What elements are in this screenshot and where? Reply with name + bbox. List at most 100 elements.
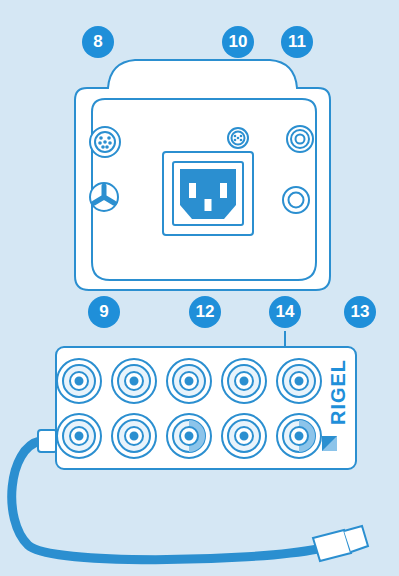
bnc-sockets — [222, 359, 266, 403]
jack-socket — [291, 130, 309, 148]
mini-din-socket — [228, 128, 248, 148]
jack-socket — [287, 126, 313, 152]
mini-din-socket — [237, 137, 240, 140]
terminal-socket — [289, 193, 304, 208]
bnc-sockets — [228, 365, 260, 397]
iec-inlet — [220, 183, 227, 198]
mini-din-socket — [234, 139, 237, 142]
din-socket — [107, 136, 111, 140]
callout-number: 9 — [88, 296, 120, 328]
mini-din-socket — [228, 128, 248, 148]
bnc-sockets — [296, 378, 303, 385]
bnc-sockets — [222, 414, 266, 458]
terminal-socket — [283, 187, 309, 213]
bnc-sockets — [290, 372, 308, 390]
din-socket — [105, 145, 109, 149]
bnc-sockets — [235, 427, 253, 445]
bnc-sockets — [167, 414, 211, 458]
bnc-sockets — [241, 378, 248, 385]
mini-din-socket — [240, 135, 243, 138]
din-socket — [101, 145, 105, 149]
iec-inlet — [189, 183, 196, 198]
bnc-sockets — [241, 433, 248, 440]
callout-number: 12 — [189, 296, 221, 328]
bnc-sockets — [222, 359, 266, 403]
bnc-sockets — [222, 414, 266, 458]
bnc-sockets — [296, 433, 303, 440]
bnc-sockets — [76, 433, 83, 440]
bnc-sockets — [112, 359, 156, 403]
bnc-sockets — [277, 414, 321, 458]
strain-relief — [38, 430, 57, 452]
bnc-sockets — [167, 359, 211, 403]
bnc-sockets — [57, 359, 321, 458]
iec-inlet — [163, 152, 253, 235]
bnc-sockets — [180, 427, 198, 445]
bnc-sockets — [186, 378, 193, 385]
mini-din-socket — [234, 135, 237, 138]
din-socket — [99, 136, 103, 140]
bnc-sockets — [57, 414, 101, 458]
mini-din-socket — [232, 132, 245, 145]
din-socket — [90, 127, 120, 157]
callout-number: 10 — [222, 26, 254, 58]
brand-mark — [322, 436, 337, 451]
bnc-sockets — [70, 372, 88, 390]
bnc-sockets — [283, 420, 315, 452]
brand-mark — [322, 436, 337, 451]
bnc-sockets — [283, 365, 315, 397]
bnc-sockets — [277, 359, 321, 403]
bnc-sockets — [57, 359, 101, 403]
bnc-sockets — [277, 414, 321, 458]
bnc-sockets — [118, 420, 150, 452]
jack-socket — [287, 126, 313, 152]
bnc-sockets — [173, 365, 205, 397]
leader-line — [284, 331, 286, 346]
cable-plug — [344, 526, 368, 552]
bnc-sockets — [118, 365, 150, 397]
strain-relief — [38, 430, 57, 452]
terminal-socket — [283, 187, 309, 213]
din-socket — [103, 140, 107, 144]
din-socket — [98, 136, 112, 149]
leader-line — [284, 331, 286, 346]
bnc-sockets — [167, 414, 211, 458]
bnc-sockets — [167, 359, 211, 403]
bnc-sockets — [290, 427, 308, 445]
cable-plug — [313, 526, 368, 561]
connector-box — [56, 347, 356, 469]
bnc-sockets — [131, 433, 138, 440]
din-socket — [90, 127, 120, 157]
iec-inlet — [180, 169, 236, 219]
bnc-sockets — [57, 359, 101, 403]
callout-number: 8 — [82, 26, 114, 58]
connector-box — [56, 347, 356, 469]
bnc-sockets — [63, 365, 95, 397]
jack-socket — [296, 135, 305, 144]
bnc-sockets — [76, 378, 83, 385]
iec-inlet — [173, 162, 243, 225]
bnc-sockets — [112, 414, 156, 458]
mini-din-socket — [240, 139, 243, 142]
mini-din-socket — [234, 135, 243, 142]
callout-number: 11 — [281, 26, 313, 58]
bnc-sockets — [131, 378, 138, 385]
din-socket — [95, 132, 115, 152]
callout-number: 13 — [344, 296, 376, 328]
callout-number: 14 — [269, 296, 301, 328]
bnc-sockets — [63, 420, 95, 452]
bnc-sockets — [70, 427, 88, 445]
bnc-sockets — [125, 427, 143, 445]
three-pin-socket — [94, 186, 114, 203]
three-pin-socket — [90, 183, 118, 211]
iec-inlet — [205, 199, 212, 211]
three-pin-socket — [90, 183, 118, 211]
housing — [92, 99, 316, 280]
brand-name: RIGEL — [328, 359, 348, 425]
brand-mark — [322, 436, 337, 451]
bnc-sockets — [112, 414, 156, 458]
bnc-sockets — [228, 420, 260, 452]
bnc-sockets — [277, 359, 321, 403]
